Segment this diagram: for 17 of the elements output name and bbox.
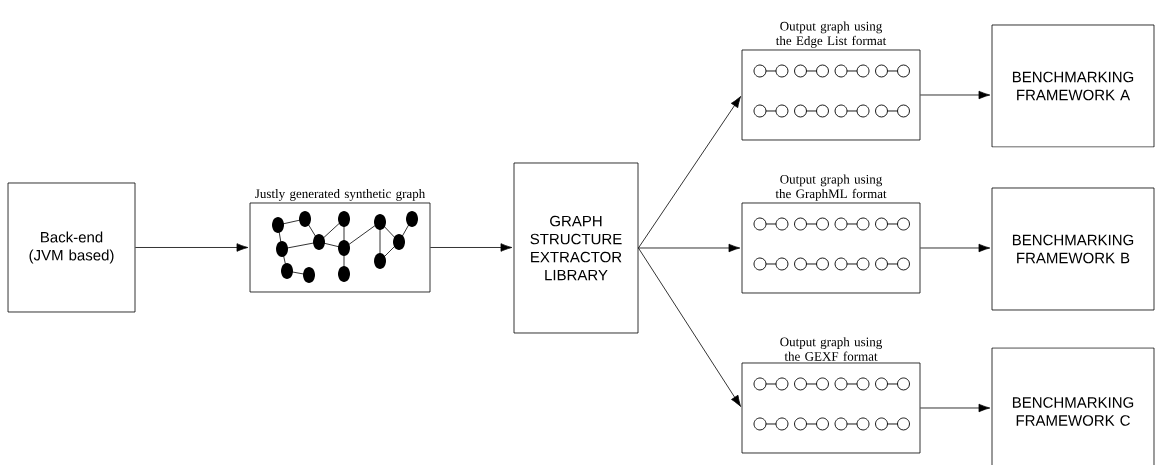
process-box: Back-end (JVM based) <box>7 182 136 313</box>
arrow <box>920 243 991 253</box>
box-heading: Output graph using the Edge List format <box>775 21 887 48</box>
arrow <box>638 247 742 407</box>
process-box: BENCHMARKING FRAMEWORK C <box>991 347 1155 465</box>
arrow <box>135 243 249 252</box>
box-heading: Output graph using the GEXF format <box>780 337 883 361</box>
box-heading: Justly generated synthetic graph <box>255 188 426 201</box>
arrow <box>430 243 513 252</box>
process-box: GRAPH STRUCTURE EXTRACTOR LIBRARY <box>513 162 639 334</box>
box-heading: Output graph using the GraphML format <box>775 174 887 201</box>
arrow <box>638 243 741 253</box>
arrow <box>920 90 991 100</box>
process-box: BENCHMARKING FRAMEWORK B <box>991 187 1155 311</box>
arrow <box>638 96 741 249</box>
arrow <box>920 403 991 413</box>
process-box: BENCHMARKING FRAMEWORK A <box>991 24 1155 148</box>
